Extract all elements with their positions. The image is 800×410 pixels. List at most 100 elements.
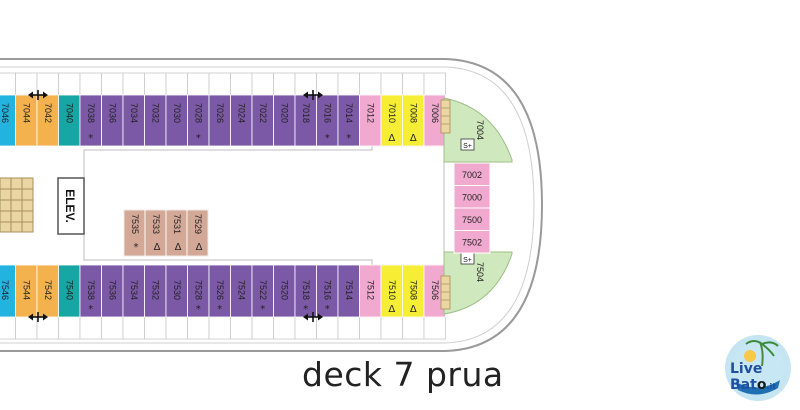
- bow-cabin: [453, 230, 491, 254]
- livebooat-logo: [725, 335, 791, 401]
- top-cabin-number: 7044: [21, 103, 31, 123]
- bottom-cabin-number: 7536: [107, 280, 117, 300]
- top-balcony: [187, 72, 210, 96]
- bow-cabin-number: 7500: [462, 215, 482, 225]
- bottom-cabin-number: 7526: [215, 280, 225, 300]
- center-cabin-number: 7535: [130, 214, 140, 234]
- stairwell: [0, 177, 34, 233]
- top-cabin-number: 7040: [64, 103, 74, 123]
- bottom-cabin-number: 7532: [150, 280, 160, 300]
- bottom-balcony: [0, 316, 16, 340]
- bottom-balcony: [58, 316, 81, 340]
- top-balcony: [273, 72, 296, 96]
- top-cabin-mark: Δ: [410, 133, 417, 144]
- bottom-cabin-number: 7518: [301, 280, 311, 300]
- top-balcony: [402, 72, 425, 96]
- top-cabin-number: 7020: [279, 103, 289, 123]
- bottom-balcony: [359, 316, 382, 340]
- bottom-cabin-number: 7540: [64, 280, 74, 300]
- top-cabin-number: 7016: [322, 103, 332, 123]
- bottom-cabin-mark: Δ: [388, 304, 395, 315]
- top-balcony: [15, 72, 38, 96]
- top-cabin-mark: *: [346, 133, 351, 144]
- suite-badge-label: S+: [463, 143, 472, 150]
- bottom-cabin-number: 7528: [193, 280, 203, 300]
- top-balcony: [230, 72, 253, 96]
- top-balcony: [208, 72, 231, 96]
- bottom-balcony: [423, 316, 446, 340]
- top-balcony: [251, 72, 274, 96]
- top-balcony: [337, 72, 360, 96]
- bottom-balcony: [187, 316, 210, 340]
- bottom-balcony: [165, 316, 188, 340]
- bottom-cabin-number: 7512: [365, 280, 375, 300]
- bottom-balcony: [230, 316, 253, 340]
- top-cabin-mark: *: [325, 133, 330, 144]
- hull-outline: [0, 58, 544, 352]
- top-cabin-mark: *: [196, 133, 201, 144]
- bottom-balcony: [36, 316, 59, 340]
- top-balcony: [36, 72, 59, 96]
- bottom-cabin-number: 7538: [86, 280, 96, 300]
- connecting-arrow-head: [28, 313, 48, 321]
- top-balcony: [316, 72, 339, 96]
- connecting-arrows: [28, 90, 323, 322]
- top-balcony: [58, 72, 81, 96]
- top-cabin-number: 7008: [408, 103, 418, 123]
- bow-cabin-number: 7002: [462, 170, 482, 180]
- bottom-balcony: [101, 316, 124, 340]
- bow-suite-number: 7004: [475, 120, 485, 140]
- top-cabin-number: 7010: [387, 103, 397, 123]
- bottom-cabin-mark: *: [325, 304, 330, 315]
- bottom-cabin-number: 7546: [0, 280, 10, 300]
- top-cabin-number: 7030: [172, 103, 182, 123]
- suite-badge-label: S+: [463, 257, 472, 264]
- top-cabin-number: 7028: [193, 103, 203, 123]
- bottom-cabin-number: 7506: [430, 280, 440, 300]
- bottom-balcony: [380, 316, 403, 340]
- center-cabin-mark: Δ: [154, 242, 161, 253]
- center-cabin-mark: Δ: [196, 242, 203, 253]
- bow-stair: [440, 275, 451, 310]
- top-balcony: [122, 72, 145, 96]
- bottom-balcony: [144, 316, 167, 340]
- top-balcony: [144, 72, 167, 96]
- top-balcony: [380, 72, 403, 96]
- top-balcony: [101, 72, 124, 96]
- bottom-cabin-number: 7516: [322, 280, 332, 300]
- elevator-label: ELEV.: [63, 189, 77, 223]
- bottom-cabin-mark: *: [88, 304, 93, 315]
- bottom-balcony: [122, 316, 145, 340]
- top-cabin-number: 7024: [236, 103, 246, 123]
- center-cabin-number: 7533: [151, 214, 161, 234]
- bottom-cabin-number: 7522: [258, 280, 268, 300]
- bottom-balcony: [273, 316, 296, 340]
- bottom-cabin-mark: *: [217, 304, 222, 315]
- bottom-cabin-number: 7530: [172, 280, 182, 300]
- bottom-balcony: [79, 316, 102, 340]
- top-balcony: [165, 72, 188, 96]
- bow-stair: [440, 99, 451, 134]
- bottom-cabin-number: 7544: [21, 280, 31, 300]
- connecting-arrow-head: [28, 91, 48, 99]
- center-cabin-number: 7531: [172, 214, 182, 234]
- bottom-balcony: [251, 316, 274, 340]
- bottom-balcony: [15, 316, 38, 340]
- top-cabin-number: 7026: [215, 103, 225, 123]
- bottom-balcony: [402, 316, 425, 340]
- top-cabin-mark: Δ: [388, 133, 395, 144]
- top-cabin-number: 7038: [86, 103, 96, 123]
- suite-badge-icon: [460, 138, 475, 151]
- top-balcony: [423, 72, 446, 96]
- deck-caption: deck 7 prua: [302, 355, 504, 394]
- bottom-cabin-number: 7508: [408, 280, 418, 300]
- bottom-cabin-number: 7520: [279, 280, 289, 300]
- bottom-cabin-mark: *: [196, 304, 201, 315]
- bottom-balcony: [337, 316, 360, 340]
- bow-suite-number: 7504: [475, 262, 485, 282]
